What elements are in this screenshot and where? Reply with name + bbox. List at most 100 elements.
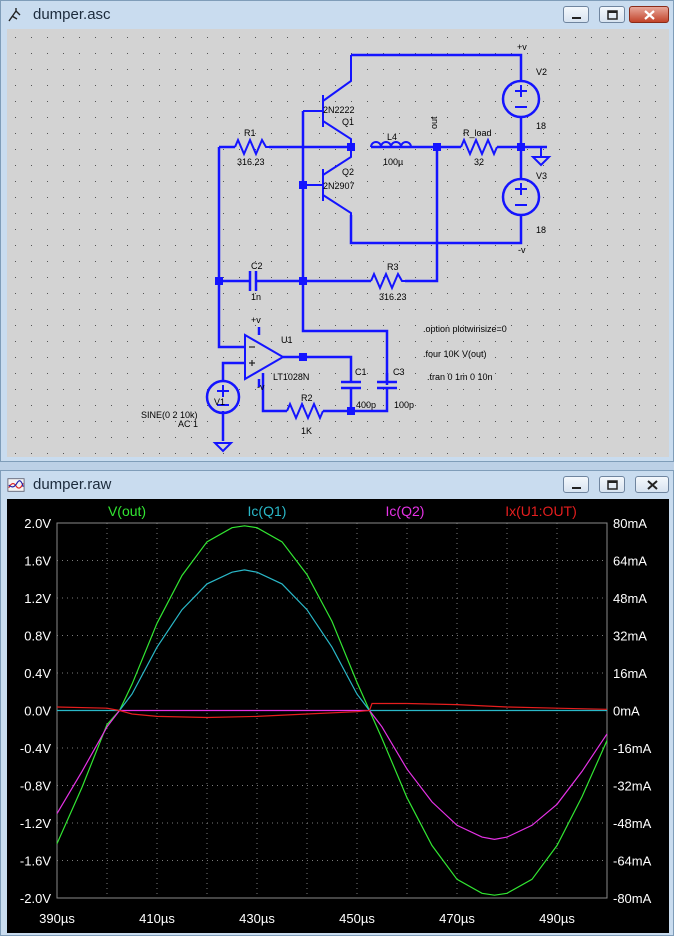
v2-node-label: +v <box>517 42 527 52</box>
x-tick-label: 390µs <box>39 911 75 926</box>
waveform-close-button[interactable] <box>635 476 669 493</box>
rload-name-label: R_load <box>463 128 492 138</box>
v1-value-label: SINE(0 2 10k) <box>141 410 198 420</box>
y-left-tick-label: -2.0V <box>20 891 51 906</box>
v2-name-label: V2 <box>536 67 547 77</box>
schematic-titlebar[interactable]: dumper.asc <box>1 1 673 29</box>
ground-symbol-v1 <box>212 442 234 453</box>
minimize-button[interactable] <box>563 6 589 23</box>
rload-value-label: 32 <box>474 157 484 167</box>
junctions <box>215 143 525 415</box>
schematic-drawing[interactable]: 2N2222 Q1 Q2 2N2907 R1 316.23 L4 100µ ou… <box>7 29 669 457</box>
trace-ic-q1[interactable] <box>57 569 607 712</box>
wires <box>217 53 547 441</box>
y-left-tick-label: -1.2V <box>20 816 51 831</box>
y-right-tick-label: 32mA <box>613 629 647 644</box>
legend-entry[interactable]: Ic(Q1) <box>248 503 287 519</box>
r3-name-label: R3 <box>387 262 399 272</box>
minimize-icon <box>572 487 581 489</box>
y-right-tick-label: -64mA <box>613 854 652 869</box>
y-left-tick-label: 1.2V <box>24 591 51 606</box>
trace-v-out[interactable] <box>56 525 608 896</box>
restore-icon <box>607 480 618 490</box>
x-tick-label: 470µs <box>439 911 475 926</box>
schematic-window: dumper.asc <box>0 0 674 462</box>
v2-value-label: 18 <box>536 121 546 131</box>
v3-name-label: V3 <box>536 171 547 181</box>
c1-name-label: C1 <box>355 367 367 377</box>
y-left-tick-label: -0.8V <box>20 779 51 794</box>
out-net-label: out <box>429 116 439 129</box>
y-right-tick-label: -16mA <box>613 741 652 756</box>
legend-entry[interactable]: V(out) <box>108 503 146 519</box>
voltage-source-v1[interactable] <box>205 379 241 415</box>
y-left-tick-label: -1.6V <box>20 854 51 869</box>
q2-model-label: 2N2907 <box>323 181 355 191</box>
c3-name-label: C3 <box>393 367 405 377</box>
resistor-r1[interactable] <box>234 137 269 157</box>
r2-name-label: R2 <box>301 393 313 403</box>
c3-value-label: 100p <box>394 400 414 410</box>
voltage-source-v3[interactable] <box>501 177 541 217</box>
opamp-u1[interactable] <box>244 333 285 381</box>
schematic-title: dumper.asc <box>33 6 111 23</box>
trace-ic-q2[interactable] <box>56 709 608 841</box>
c2-value-label: 1n <box>251 292 261 302</box>
resistor-r2[interactable] <box>286 401 324 421</box>
capacitor-c3[interactable] <box>377 373 397 397</box>
u1-plus-label: +v <box>251 315 261 325</box>
u1-name-label: U1 <box>281 335 293 345</box>
x-tick-label: 410µs <box>139 911 175 926</box>
waveform-maximize-button[interactable] <box>599 476 625 493</box>
directive-option[interactable]: .option plotwinsize=0 <box>423 324 507 334</box>
x-tick-label: 490µs <box>539 911 575 926</box>
directive-four[interactable]: .four 10K V(out) <box>423 349 487 359</box>
y-right-tick-label: 16mA <box>613 666 647 681</box>
c2-name-label: C2 <box>251 261 263 271</box>
maximize-button[interactable] <box>599 6 625 23</box>
transistor-q1[interactable] <box>303 55 352 147</box>
q2-name-label: Q2 <box>342 167 354 177</box>
waveform-title: dumper.raw <box>33 476 112 493</box>
y-right-tick-label: -80mA <box>613 891 652 906</box>
v1-ac-label: AC 1 <box>178 419 198 429</box>
legend-entry[interactable]: Ix(U1:OUT) <box>505 503 577 519</box>
y-left-tick-label: 0.0V <box>24 704 51 719</box>
waveform-titlebar[interactable]: dumper.raw <box>1 471 673 499</box>
resistor-r3[interactable] <box>370 271 405 291</box>
x-tick-label: 450µs <box>339 911 375 926</box>
waveform-minimize-button[interactable] <box>563 476 589 493</box>
y-right-tick-label: 48mA <box>613 591 647 606</box>
directive-tran[interactable]: .tran 0 1m 0 10n <box>427 372 493 382</box>
capacitor-c2[interactable] <box>245 271 261 291</box>
waveform-app-icon <box>7 478 25 492</box>
r3-value-label: 316.23 <box>379 292 407 302</box>
v3-value-label: 18 <box>536 225 546 235</box>
capacitor-c1[interactable] <box>341 373 361 397</box>
y-right-tick-label: -48mA <box>613 816 652 831</box>
minimize-icon <box>572 17 581 19</box>
r1-value-label: 316.23 <box>237 157 265 167</box>
trace-ix-u1-out[interactable] <box>56 702 608 719</box>
l4-name-label: L4 <box>387 132 397 142</box>
c1-value-label: 400p <box>356 400 376 410</box>
schematic-canvas[interactable]: 2N2222 Q1 Q2 2N2907 R1 316.23 L4 100µ ou… <box>7 29 669 457</box>
y-right-tick-label: 80mA <box>613 516 647 531</box>
close-icon <box>644 10 655 20</box>
close-icon <box>647 480 658 490</box>
y-left-tick-label: 2.0V <box>24 516 51 531</box>
legend-entry[interactable]: Ic(Q2) <box>386 503 425 519</box>
v3-node-label: -v <box>518 245 526 255</box>
y-left-tick-label: 1.6V <box>24 554 51 569</box>
y-left-tick-label: -0.4V <box>20 741 51 756</box>
y-left-tick-label: 0.8V <box>24 629 51 644</box>
close-button[interactable] <box>629 6 669 23</box>
inductor-l4[interactable] <box>370 141 437 148</box>
r1-name-label: R1 <box>244 128 256 138</box>
resistor-rload[interactable] <box>460 137 498 157</box>
voltage-source-v2[interactable] <box>501 79 541 119</box>
u1-model-label: LT1028N <box>273 372 309 382</box>
waveform-chart[interactable]: 2.0V1.6V1.2V0.8V0.4V0.0V-0.4V-0.8V-1.2V-… <box>7 499 669 933</box>
schematic-app-icon <box>8 8 21 22</box>
